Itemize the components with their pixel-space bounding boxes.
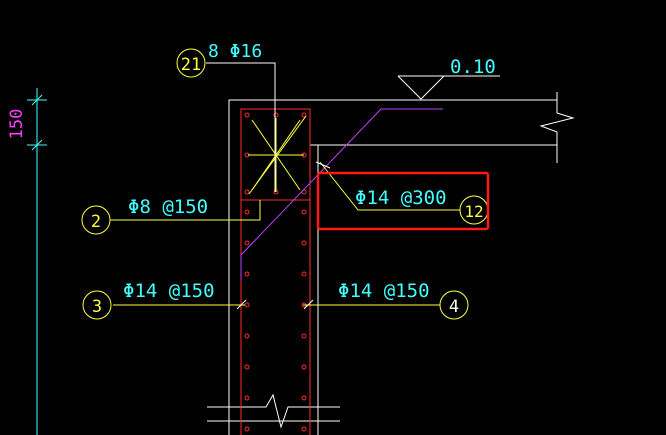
leader-2 [110, 200, 261, 221]
callout-3-number: 3 [92, 297, 102, 317]
callout-21-circle [176, 48, 206, 78]
wall-bar-dot-left [244, 426, 250, 432]
tick-4 [303, 299, 314, 310]
wall-bar-dot-right [301, 364, 307, 370]
wall-bar-dot-right [301, 271, 307, 277]
stirrup-diagonal-long [248, 115, 307, 195]
callout-21[interactable]: 21 8 Φ16 [176, 41, 262, 78]
column-bar-dot [244, 112, 250, 118]
callout-3-label: Φ14 @150 [123, 280, 215, 302]
leader-12 [319, 161, 460, 211]
wall-bar-dot-right [301, 333, 307, 339]
wall-bar-dot-right [301, 240, 307, 246]
dimension-tick-bottom [31, 139, 43, 151]
leader-21 [206, 62, 276, 192]
highlight-box [316, 171, 490, 231]
wall-break-symbol-top [207, 393, 340, 429]
wall-bar-dot-left [244, 271, 250, 277]
callout-3[interactable]: 3 Φ14 @150 [82, 280, 215, 320]
callout-4[interactable]: 4 Φ14 @150 [338, 280, 469, 320]
callout-12-label: Φ14 @300 [355, 187, 447, 209]
callout-3-circle [82, 290, 112, 320]
structure-outline [207, 92, 575, 435]
callout-4-circle [439, 290, 469, 320]
corner-reinforcement-bar [240, 108, 443, 280]
callout-21-number: 21 [181, 55, 201, 75]
wall-bar-dot-left [244, 333, 250, 339]
callout-4-label: Φ14 @150 [338, 280, 430, 302]
callout-2-circle [81, 205, 111, 235]
column-bar-dot [273, 112, 279, 118]
tick-3 [236, 299, 247, 310]
tick-12 [315, 161, 331, 169]
dimension-tick-top [31, 94, 43, 106]
wall-bar-dot-left [244, 240, 250, 246]
wall-bar-dot-left [244, 364, 250, 370]
wall-bar-dot-right [301, 426, 307, 432]
wall-bar-dot-left [244, 302, 250, 308]
vertical-dimension [27, 88, 47, 435]
level-mark-text: 0.10 [450, 56, 496, 78]
callout-4-number: 4 [449, 297, 459, 317]
wall-bar-dot-right [301, 209, 307, 215]
level-mark [397, 75, 500, 100]
stirrup-star [248, 115, 307, 195]
callout-12[interactable]: 12 Φ14 @300 [355, 187, 489, 225]
column-bar-dot [301, 112, 307, 118]
callout-2-number: 2 [91, 212, 101, 232]
wall-outer-edge [228, 99, 557, 435]
wall-bar-dot-left [244, 209, 250, 215]
wall-bar-dot-left [244, 395, 250, 401]
callout-2-label: Φ8 @150 [128, 196, 208, 218]
dimension-text: 150 [7, 109, 27, 140]
leader-lines [110, 62, 460, 306]
callout-12-number: 12 [464, 202, 483, 221]
wall-bar-dot-right [301, 395, 307, 401]
slab-break-symbol [539, 92, 575, 163]
column-bar-dots [244, 112, 307, 432]
column-bar-dot [244, 189, 250, 195]
callout-2[interactable]: 2 Φ8 @150 [81, 196, 208, 235]
bar-ticks [236, 161, 331, 310]
level-mark-triangle [397, 75, 445, 100]
callout-21-label: 8 Φ16 [208, 41, 262, 62]
